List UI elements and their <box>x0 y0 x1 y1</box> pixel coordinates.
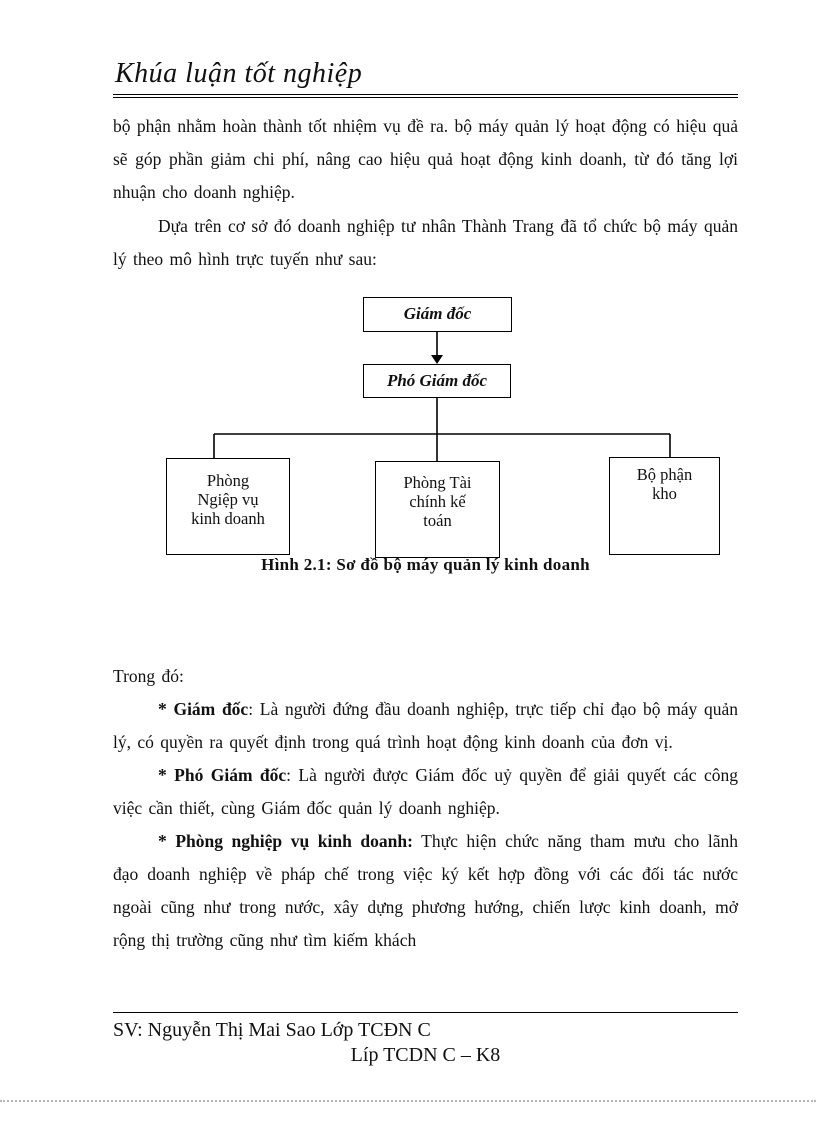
footer-class-label: Líp TCDN C – K8 <box>350 1044 501 1066</box>
chart-box-finance-accounting-dept: Phòng Tài chính kế toán <box>375 461 500 558</box>
list-item-text: : Là người được Giám đốc uỷ quyền để giả… <box>113 765 738 818</box>
page-bottom-dotted-rule <box>0 1100 816 1102</box>
chart-box-business-dept: Phòng Ngiệp vụ kinh doanh <box>166 458 290 555</box>
paragraph-intro: bộ phận nhằm hoàn thành tốt nhiệm vụ đề … <box>113 116 738 202</box>
paragraph-lead-in: Dựa trên cơ sở đó doanh nghiệp tư nhân T… <box>113 216 738 269</box>
list-intro: Trong đó: <box>113 666 184 686</box>
list-item-director: * Giám đốc: Là người đứng đầu doanh nghi… <box>113 693 738 759</box>
footer-rule <box>113 1012 738 1013</box>
chart-box-director: Giám đốc <box>363 297 512 332</box>
list-item-label: * Giám đốc <box>158 699 249 719</box>
list-item-label: * Phó Giám đốc <box>158 765 287 785</box>
page-header: Khúa luận tốt nghiệp <box>113 58 738 98</box>
list-item-business-dept: * Phòng nghiệp vụ kinh doanh: Thực hiện … <box>113 825 738 957</box>
arrow-down-icon <box>431 355 443 364</box>
org-chart: Giám đốc Phó Giám đốc Phòng Ngiệp vụ kin… <box>0 290 816 590</box>
header-double-rule <box>113 94 738 98</box>
list-item-deputy-director: * Phó Giám đốc: Là người được Giám đốc u… <box>113 759 738 825</box>
footer-student-name: SV: Nguyễn Thị Mai Sao Lớp TCĐN C <box>113 1019 431 1041</box>
chart-box-warehouse-dept: Bộ phận kho <box>609 457 720 555</box>
chart-box-deputy-director: Phó Giám đốc <box>363 364 511 398</box>
list-item-label: * Phòng nghiệp vụ kinh doanh: <box>158 831 413 851</box>
list-item-text: : Là người đứng đầu doanh nghiệp, trực t… <box>113 699 739 752</box>
definition-list: * Giám đốc: Là người đứng đầu doanh nghi… <box>113 693 738 957</box>
header-title: Khúa luận tốt nghiệp <box>115 58 363 89</box>
list-item-text: Thực hiện chức năng tham mưu cho lãnh đạ… <box>113 831 738 950</box>
figure-caption: Hình 2.1: Sơ đồ bộ máy quản lý kinh doan… <box>261 555 590 574</box>
